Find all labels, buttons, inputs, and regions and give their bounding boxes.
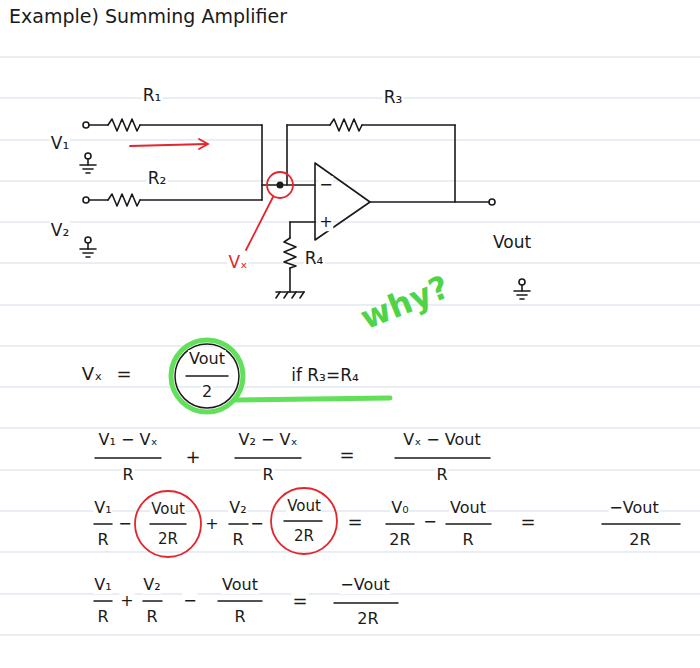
equation-term: V₁ − Vₓ	[98, 431, 159, 449]
resistor-symbol	[108, 119, 140, 131]
equation-operator: +	[204, 515, 219, 533]
resistor-symbol	[108, 194, 140, 206]
component-label: R₂	[147, 169, 168, 188]
component-label: R₃	[383, 88, 404, 107]
equation-operator: +	[119, 592, 134, 610]
equation-term: Vₓ	[81, 364, 103, 384]
equation-term: R	[145, 608, 158, 626]
equation-term: Vout	[449, 499, 487, 517]
pin-sign: +	[318, 213, 333, 231]
equation-term: V₂	[228, 499, 247, 517]
equation-term: R	[231, 531, 244, 549]
equation-term: 2R	[388, 531, 411, 549]
equation-term: Vout	[150, 501, 186, 518]
equation-term: Vout	[286, 498, 322, 515]
fraction-bars	[94, 376, 680, 603]
equation-term: V₁	[93, 499, 112, 517]
component-label: R₄	[304, 249, 325, 268]
equation-operator: =	[519, 512, 536, 532]
equation-condition: if R₃=R₄	[290, 366, 360, 385]
signal-label: V₂	[50, 221, 70, 240]
resistor-symbol	[284, 238, 296, 268]
opamp-symbol	[315, 163, 370, 240]
equation-operator: −	[249, 515, 264, 533]
equation-term: 2R	[293, 528, 315, 545]
signal-label: Vout	[492, 233, 532, 252]
equation-term: 2R	[628, 531, 651, 549]
component-label: R₁	[142, 86, 163, 105]
equation-operator: −	[182, 592, 197, 610]
equation-term: R	[121, 466, 134, 484]
equation-term: R	[461, 531, 474, 549]
equation-operator: =	[115, 364, 132, 384]
red-annotations	[130, 139, 337, 557]
equation-term: R	[233, 608, 246, 626]
equation-term: R	[96, 531, 109, 549]
equation-term: 2R	[356, 610, 379, 628]
node-label: Vₓ	[227, 253, 248, 272]
equation-term: 2	[201, 383, 213, 401]
equation-term: Vₓ − Vout	[402, 431, 482, 449]
equation-operator: −	[117, 515, 132, 533]
equation-operator: +	[184, 447, 201, 467]
pin-sign: −	[318, 176, 333, 194]
equation-term: R	[435, 466, 448, 484]
equation-term: R	[96, 608, 109, 626]
equation-operator: =	[291, 591, 308, 611]
equation-term: 2R	[157, 531, 179, 548]
equation-term: V₂ − Vₓ	[238, 431, 299, 449]
equation-term: Vout	[188, 350, 226, 368]
equation-term: Vout	[221, 576, 259, 594]
schematic-wires	[80, 119, 530, 299]
equation-term: −Vout	[339, 576, 390, 594]
equation-term: R	[261, 466, 274, 484]
equation-term: V₂	[142, 576, 161, 594]
equation-operator: −	[422, 513, 437, 531]
equation-operator: =	[338, 445, 355, 465]
equation-term: V₀	[390, 499, 409, 517]
equation-operator: =	[346, 512, 363, 532]
equation-term: −Vout	[608, 499, 659, 517]
equation-term: V₁	[93, 576, 112, 594]
green-annotation	[171, 340, 390, 412]
notebook-rules	[0, 57, 700, 635]
signal-label: V₁	[50, 134, 70, 153]
page-title: Example) Summing Amplifier	[8, 6, 288, 27]
question-note: why?	[355, 269, 455, 337]
resistor-symbol	[330, 119, 362, 131]
junction-dot	[277, 182, 284, 189]
